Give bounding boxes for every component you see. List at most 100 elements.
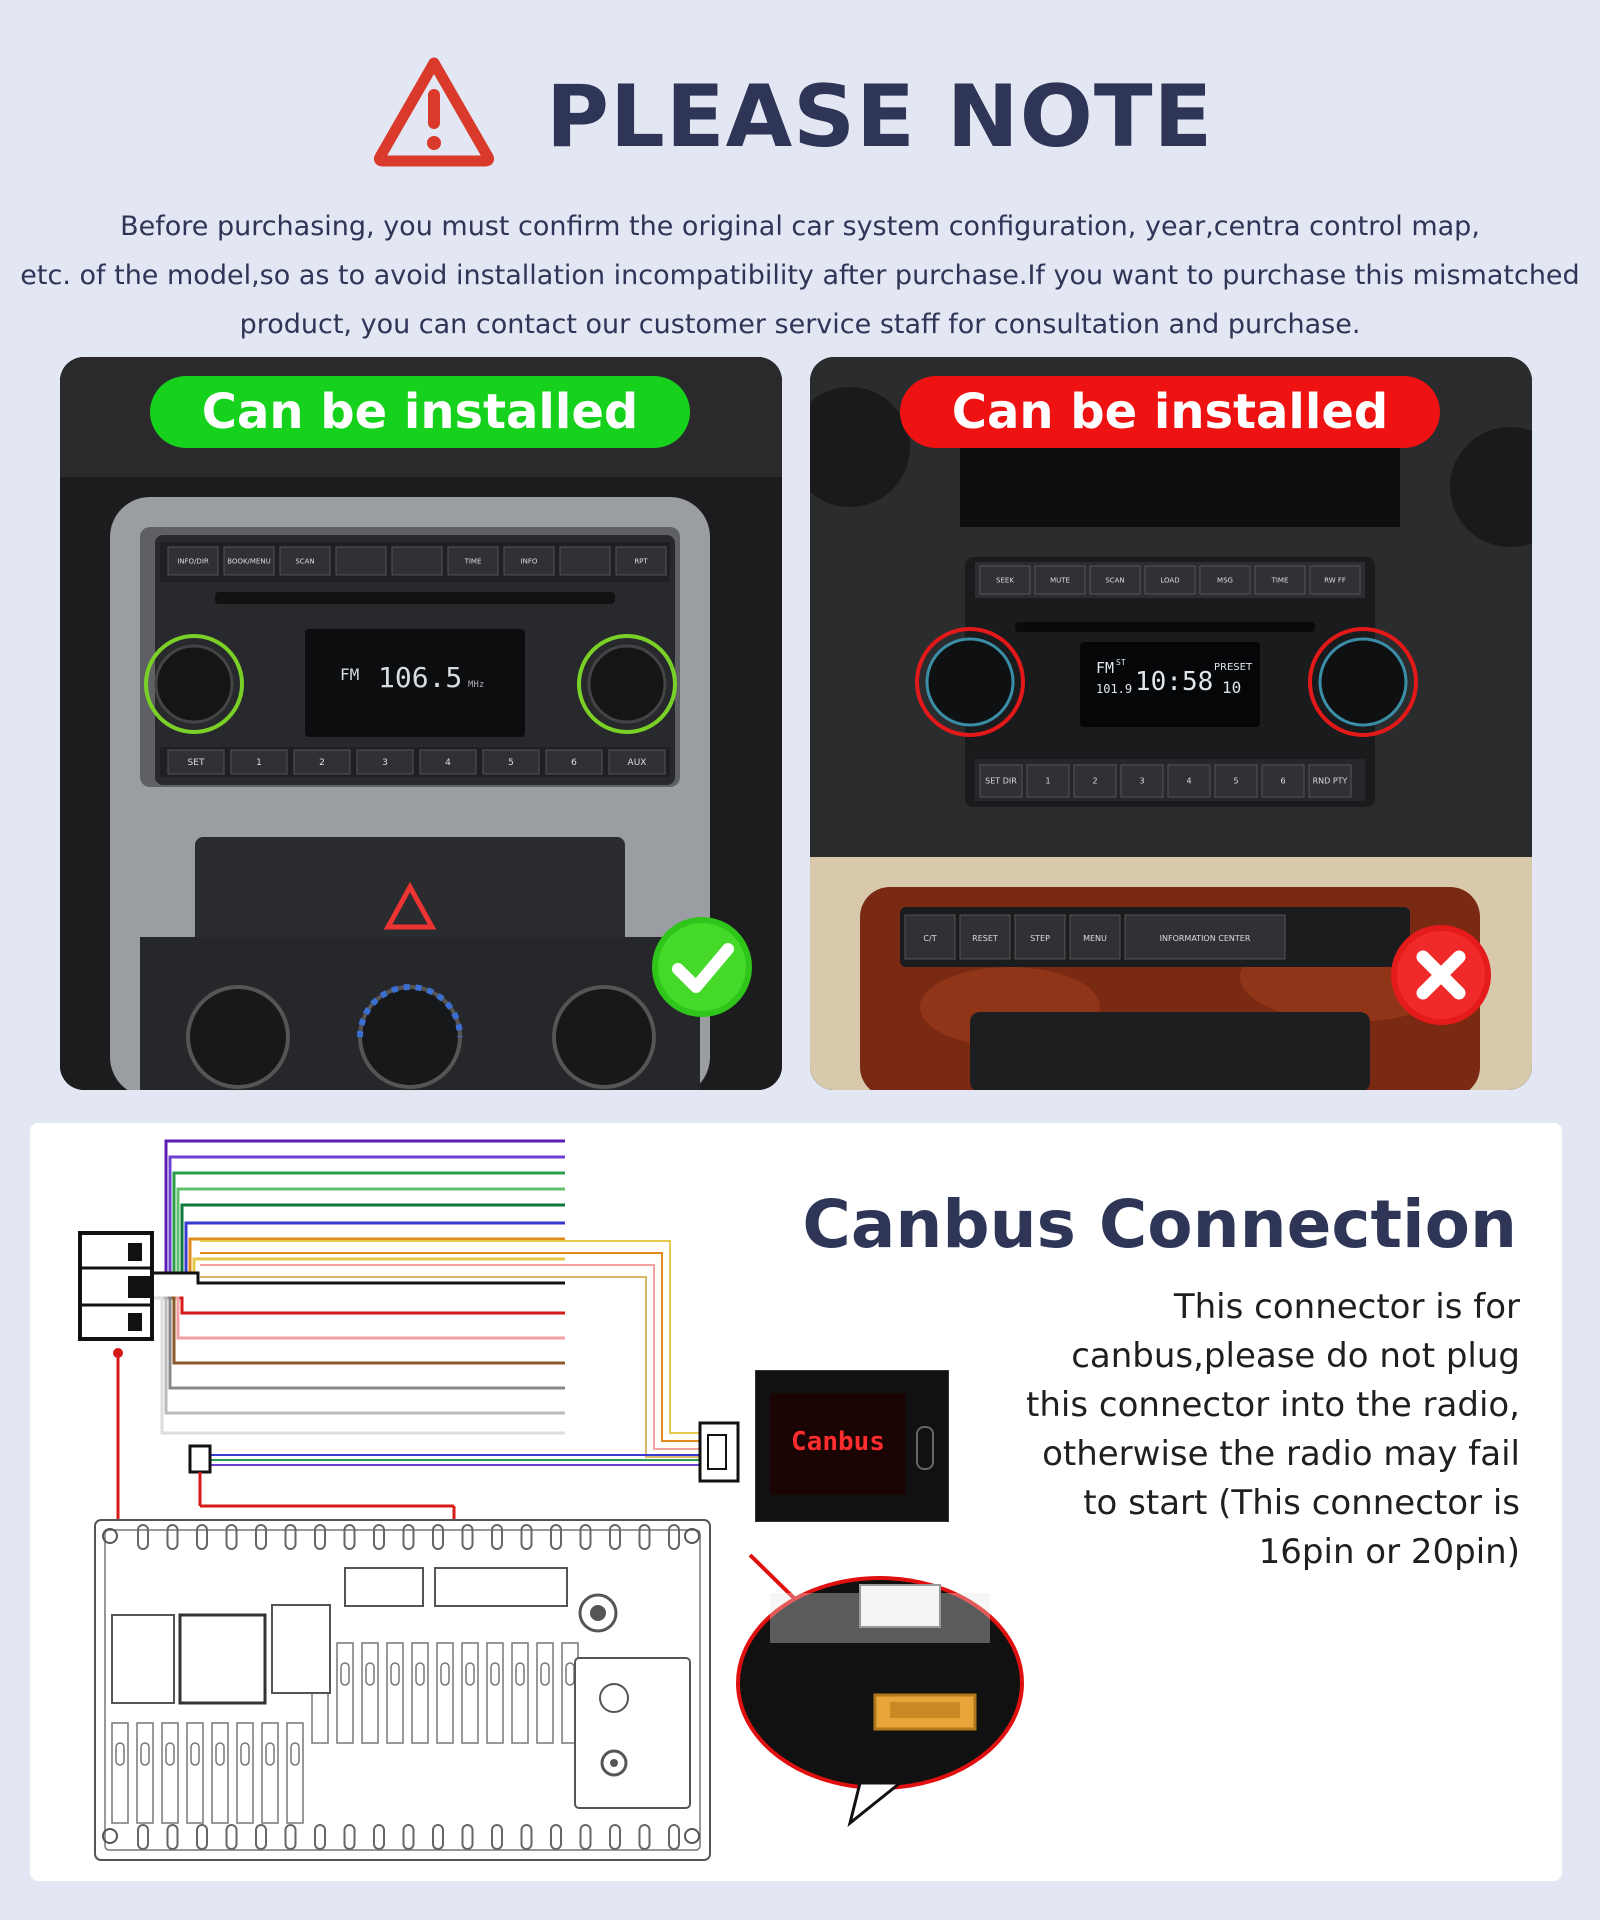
intro-text: Before purchasing, you must confirm the … <box>0 202 1600 349</box>
page-title: PLEASE NOTE <box>546 67 1214 167</box>
radio-button-label: BOOK/MENU <box>227 557 270 565</box>
radio-button <box>979 764 1023 798</box>
canbus-line: this connector into the radio, <box>1026 1385 1520 1425</box>
preset-row: SET DIR 1 2 3 4 5 6 RND PTY <box>979 764 1352 798</box>
radio-button <box>1254 565 1306 595</box>
wire-harness <box>152 1139 700 1466</box>
lower-button-row: C/T RESET STEP MENU INFORMATION CENTER <box>904 914 1286 960</box>
radio-button-label: 3 <box>382 758 388 768</box>
radio-button-label: SET <box>188 758 205 768</box>
radio-button <box>279 546 331 576</box>
canbus-box-label: Canbus <box>791 1427 885 1457</box>
radio-button <box>293 749 351 775</box>
canbus-line: 16pin or 20pin) <box>1258 1532 1520 1572</box>
radio-button <box>1261 764 1305 798</box>
volume-knob <box>154 644 234 724</box>
radio-button-label: 6 <box>1280 777 1285 786</box>
intro-line: product, you can contact our customer se… <box>239 309 1361 340</box>
radio-band-text: FM <box>1096 659 1114 677</box>
radio-button-label: 1 <box>1045 777 1050 786</box>
radio-button-label: STEP <box>1030 934 1050 943</box>
vent-slots <box>137 1524 680 1550</box>
radio-button <box>959 914 1011 960</box>
radio-button <box>1124 914 1286 960</box>
vent-slots <box>137 1824 680 1850</box>
canbus-line: canbus,please do not plug <box>1071 1336 1520 1376</box>
radio-button <box>979 565 1031 595</box>
radio-frequency-text: 101.9 <box>1096 682 1132 696</box>
wiring-diagram <box>78 1139 1024 1861</box>
radio-button-label: SCAN <box>1105 576 1124 584</box>
radio-button-label: RW FF <box>1324 576 1346 584</box>
preset-row: SET 1 2 3 4 5 6 AUX <box>167 749 666 775</box>
radio-button <box>1120 764 1164 798</box>
canbus-screen: Canbus <box>770 1393 906 1495</box>
incompatible-label: Can be installed <box>900 376 1440 448</box>
canbus-description: This connector is for canbus,please do n… <box>1000 1283 1520 1577</box>
tune-knob-highlight <box>577 634 677 734</box>
radio-button-label: 5 <box>1233 777 1238 786</box>
radio-button-label: 4 <box>445 758 451 768</box>
volume-knob-highlight <box>915 627 1025 737</box>
warning-triangle-icon <box>373 57 495 167</box>
radio-button-label: SET DIR <box>985 777 1017 786</box>
radio-button <box>545 749 603 775</box>
radio-button <box>1069 914 1121 960</box>
canbus-line: otherwise the radio may fail <box>1042 1434 1520 1474</box>
radio-button-label: 2 <box>1092 777 1097 786</box>
radio-button-label: 5 <box>508 758 514 768</box>
radio-time-text: 10:58 <box>1135 667 1213 697</box>
radio-button-label: 1 <box>256 758 262 768</box>
tune-knob <box>587 644 667 724</box>
canbus-title: Canbus Connection <box>802 1186 1517 1263</box>
radio-button <box>391 546 443 576</box>
close-x-icon <box>1391 925 1491 1025</box>
radio-button-label: RPT <box>634 557 648 565</box>
intro-line: etc. of the model,so as to avoid install… <box>20 260 1580 291</box>
vent-slots <box>111 1642 579 1824</box>
radio-button-label: INFO <box>521 557 538 565</box>
radio-button-label: LOAD <box>1160 576 1179 584</box>
radio-button <box>356 749 414 775</box>
radio-button <box>1026 764 1070 798</box>
check-mark-icon <box>652 917 752 1017</box>
intro-line: Before purchasing, you must confirm the … <box>120 211 1480 242</box>
radio-frequency-text: 106.5 <box>378 661 462 694</box>
header: PLEASE NOTE <box>0 55 1600 185</box>
radio-button <box>559 546 611 576</box>
radio-button-label: 3 <box>1139 777 1144 786</box>
canbus-line: to start (This connector is <box>1083 1483 1520 1523</box>
radio-band-text: FM <box>340 665 359 684</box>
canbus-line: This connector is for <box>1173 1287 1520 1327</box>
radio-button <box>1014 914 1066 960</box>
radio-button-label: MENU <box>1083 934 1107 943</box>
radio-button <box>167 749 225 775</box>
radio-button <box>223 546 275 576</box>
radio-button-label: 2 <box>319 758 325 768</box>
radio-button <box>482 749 540 775</box>
radio-button <box>1144 565 1196 595</box>
radio-button-label: RND PTY <box>1313 777 1348 786</box>
radio-button-label: INFORMATION CENTER <box>1160 934 1251 943</box>
radio-button <box>230 749 288 775</box>
radio-button-label: 4 <box>1186 777 1191 786</box>
radio-button-label: 6 <box>571 758 577 768</box>
radio-unit-text: MHz <box>468 680 484 690</box>
radio-button <box>1089 565 1141 595</box>
radio-button-label: AUX <box>628 758 647 768</box>
radio-button <box>335 546 387 576</box>
tune-knob-highlight <box>1308 627 1418 737</box>
canbus-panel: Canbus Canbus Connection This connector … <box>30 1123 1562 1881</box>
volume-knob-highlight <box>144 634 244 734</box>
tune-knob <box>1318 637 1408 727</box>
radio-button <box>503 546 555 576</box>
radio-button-label: RESET <box>972 934 998 943</box>
radio-button <box>1199 565 1251 595</box>
radio-button-label: C/T <box>923 934 936 943</box>
radio-button <box>1214 764 1258 798</box>
